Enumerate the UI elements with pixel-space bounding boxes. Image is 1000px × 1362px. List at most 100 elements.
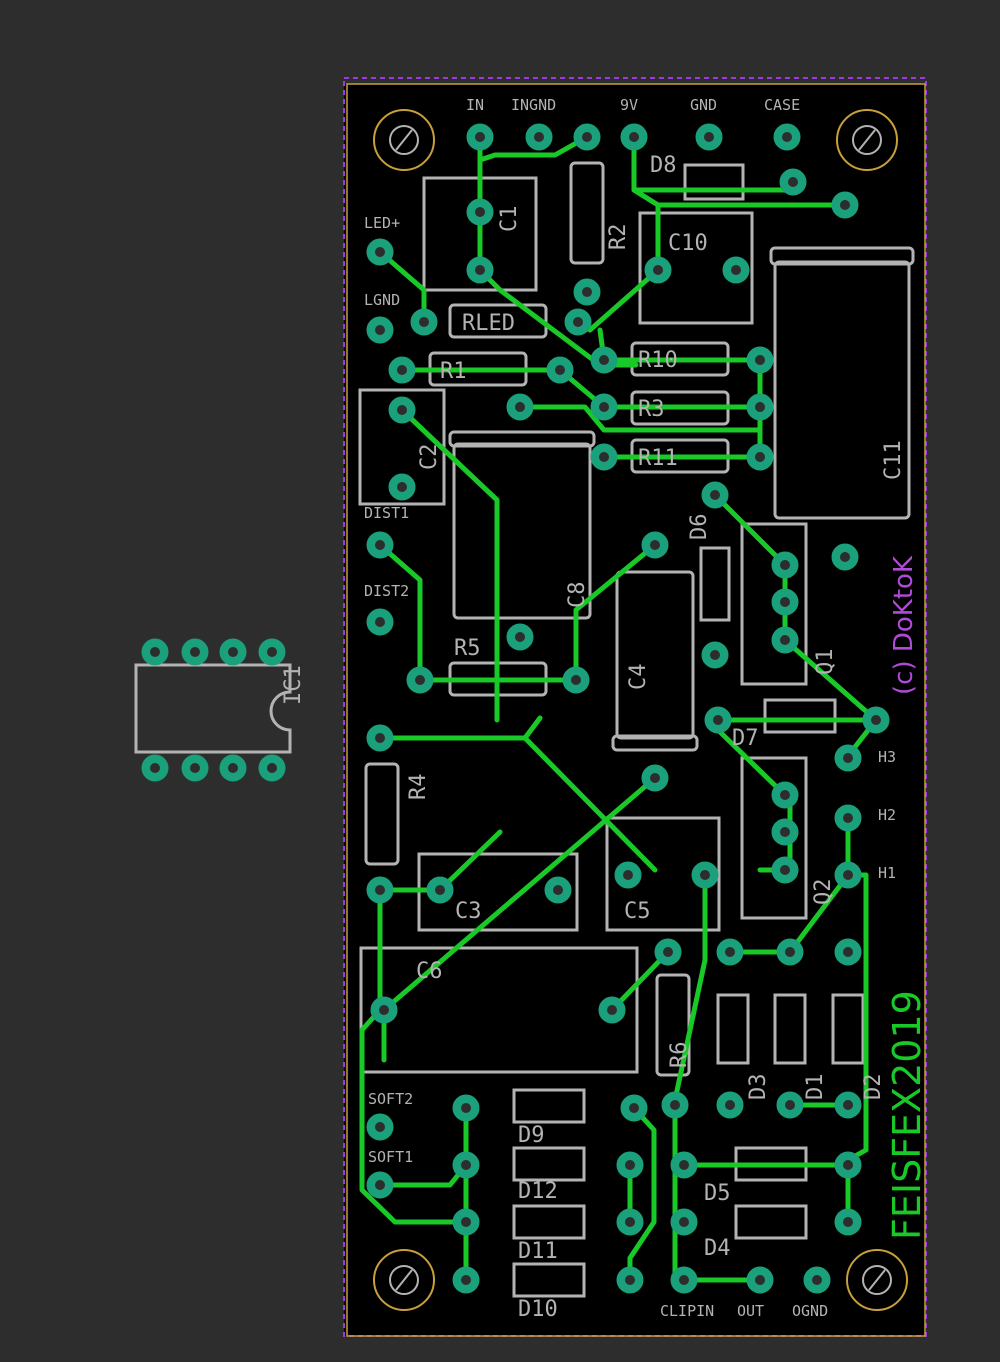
pad-hole bbox=[475, 265, 485, 275]
pad-hole bbox=[780, 597, 790, 607]
pad-hole bbox=[843, 813, 853, 823]
d6-body bbox=[699, 546, 731, 622]
pad-hole bbox=[375, 247, 385, 257]
pad-hole bbox=[629, 1103, 639, 1113]
pad-hole bbox=[419, 317, 429, 327]
designator-c5: C5 bbox=[624, 899, 651, 924]
credit-text: (c) DoKtoK bbox=[889, 555, 919, 695]
ic1-outline bbox=[134, 663, 292, 754]
pad-hole bbox=[782, 132, 792, 142]
designator-c6: C6 bbox=[416, 959, 443, 984]
designator-d10: D10 bbox=[518, 1297, 558, 1322]
mounting-holes bbox=[373, 109, 908, 1311]
designator-c10: C10 bbox=[668, 231, 708, 256]
designator-q2: Q2 bbox=[811, 879, 836, 906]
q2-body bbox=[740, 756, 808, 920]
pad-hole bbox=[755, 402, 765, 412]
label-lgnd: LGND bbox=[364, 291, 400, 309]
label-case: CASE bbox=[764, 96, 800, 114]
pad-hole bbox=[755, 1275, 765, 1285]
pad-hole bbox=[670, 1100, 680, 1110]
pad-hole bbox=[650, 773, 660, 783]
c6-outline bbox=[359, 946, 639, 1074]
label-h1: H1 bbox=[878, 864, 896, 882]
pad-hole bbox=[190, 763, 200, 773]
pad-hole bbox=[415, 675, 425, 685]
pad-hole bbox=[871, 715, 881, 725]
pad-hole bbox=[599, 402, 609, 412]
designator-d12: D12 bbox=[518, 1179, 558, 1204]
pad-hole bbox=[625, 1217, 635, 1227]
d4-body bbox=[734, 1204, 808, 1240]
pad-hole bbox=[553, 885, 563, 895]
board-dimension bbox=[346, 83, 926, 1337]
pad-hole bbox=[397, 365, 407, 375]
pad-hole bbox=[843, 1100, 853, 1110]
pads bbox=[141, 123, 890, 1294]
component-labels: IC1C1C2C3C4C5C6C8C10C11RLEDR1R2R3R4R5R6R… bbox=[281, 153, 906, 1322]
designator-r3: R3 bbox=[638, 397, 665, 422]
r2-body bbox=[569, 161, 605, 265]
label-led-plus: LED+ bbox=[364, 214, 400, 232]
pad-hole bbox=[375, 1122, 385, 1132]
designator-d11: D11 bbox=[518, 1239, 558, 1264]
label-ingnd: INGND bbox=[511, 96, 556, 114]
label-clipin: CLIPIN bbox=[660, 1302, 714, 1320]
pad-hole bbox=[607, 1005, 617, 1015]
pad-hole bbox=[150, 763, 160, 773]
label-ognd: OGND bbox=[792, 1302, 828, 1320]
label-soft1: SOFT1 bbox=[368, 1148, 413, 1166]
pad-hole bbox=[625, 1275, 635, 1285]
designator-d7: D7 bbox=[732, 726, 759, 751]
pad-hole bbox=[725, 1100, 735, 1110]
pad-hole bbox=[780, 865, 790, 875]
designator-c8: C8 bbox=[565, 582, 590, 609]
pad-hole bbox=[843, 1160, 853, 1170]
pad-hole bbox=[571, 675, 581, 685]
pad-hole bbox=[843, 870, 853, 880]
pad-hole bbox=[725, 947, 735, 957]
pad-hole bbox=[710, 650, 720, 660]
pad-hole bbox=[435, 885, 445, 895]
d10-body bbox=[512, 1262, 586, 1298]
pad-hole bbox=[375, 1180, 385, 1190]
pad-hole bbox=[461, 1160, 471, 1170]
pad-hole bbox=[599, 355, 609, 365]
pad-hole bbox=[625, 1160, 635, 1170]
pad-hole bbox=[700, 870, 710, 880]
designator-q1: Q1 bbox=[813, 649, 838, 676]
d2-body bbox=[831, 993, 865, 1065]
pad-hole bbox=[788, 177, 798, 187]
label-dist1: DIST1 bbox=[364, 504, 409, 522]
designator-d3: D3 bbox=[746, 1074, 771, 1101]
pad-hole bbox=[812, 1275, 822, 1285]
pad-hole bbox=[731, 265, 741, 275]
pad-hole bbox=[679, 1217, 689, 1227]
connector-labels: IN INGND 9V GND CASE LED+ LGND DIST1 DIS… bbox=[364, 96, 896, 1320]
designator-d6: D6 bbox=[687, 514, 712, 541]
pad-hole bbox=[461, 1275, 471, 1285]
rled-body bbox=[448, 303, 548, 339]
pad-hole bbox=[228, 647, 238, 657]
designator-r6: R6 bbox=[667, 1042, 692, 1069]
board-area bbox=[344, 84, 926, 1336]
pad-hole bbox=[190, 647, 200, 657]
designator-r2: R2 bbox=[606, 224, 631, 251]
silkscreen bbox=[134, 161, 915, 1298]
pad-hole bbox=[679, 1160, 689, 1170]
pad-hole bbox=[599, 452, 609, 462]
d7-body bbox=[763, 698, 837, 734]
designator-r11: R11 bbox=[638, 446, 678, 471]
pad-hole bbox=[755, 452, 765, 462]
designator-d1: D1 bbox=[803, 1074, 828, 1101]
designator-r1: R1 bbox=[440, 359, 467, 384]
pad-hole bbox=[840, 200, 850, 210]
designator-d9: D9 bbox=[518, 1123, 545, 1148]
pad-hole bbox=[267, 647, 277, 657]
pad-hole bbox=[375, 617, 385, 627]
pad-hole bbox=[461, 1217, 471, 1227]
designator-d5: D5 bbox=[704, 1181, 731, 1206]
r4-body bbox=[364, 762, 400, 866]
label-9v: 9V bbox=[620, 96, 638, 114]
